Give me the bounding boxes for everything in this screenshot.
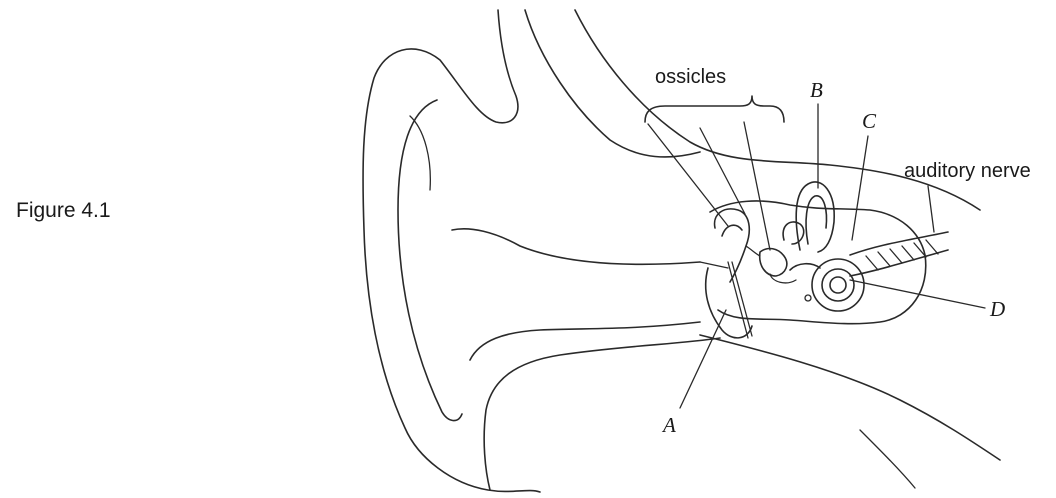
cochlea-middle [822, 269, 854, 301]
semicircular-canal-loop [783, 222, 804, 244]
auditory-nerve-bundle-lower [850, 250, 948, 276]
ossicles-leader-3 [744, 122, 770, 250]
cochlea-inner [830, 277, 846, 293]
concha-outline [452, 229, 700, 264]
middle-ear-cavity [710, 201, 926, 324]
leader-d [850, 280, 985, 308]
ossicles-leader-2 [700, 128, 745, 214]
figure-caption: Figure 4.1 [16, 200, 111, 221]
semicircular-canal-outer [796, 182, 834, 252]
cochlea-outer [812, 259, 864, 311]
stapes [760, 249, 787, 276]
ossicles-bracket [645, 96, 784, 122]
ossicle-joint [746, 246, 760, 256]
auditory-nerve-hatch [866, 240, 938, 270]
jaw-line [860, 430, 915, 488]
eardrum-hatch [728, 262, 752, 338]
label-d: D [990, 299, 1005, 320]
canal-end-hatch [700, 262, 728, 268]
leader-c [852, 136, 868, 240]
malleus [715, 209, 750, 282]
label-ossicles: ossicles [655, 67, 726, 87]
label-c: C [862, 111, 876, 132]
label-b: B [810, 80, 823, 101]
vestibule [790, 264, 820, 270]
pinna-helix-ridge [410, 116, 430, 190]
semicircular-canal-inner [806, 196, 826, 244]
concha-lower [470, 322, 700, 360]
leader-a [680, 310, 726, 408]
label-a: A [663, 415, 676, 436]
ear-canal-lower [484, 338, 720, 490]
incus [722, 225, 742, 236]
pinna-inner-fold [398, 100, 462, 421]
auditory-nerve-bundle [850, 232, 948, 255]
label-auditory-nerve: auditory nerve [904, 161, 1031, 181]
skull-lower [700, 335, 1000, 460]
leader-auditory-nerve [928, 186, 934, 232]
round-window [805, 295, 811, 301]
ossicles-leader-1 [648, 124, 728, 226]
